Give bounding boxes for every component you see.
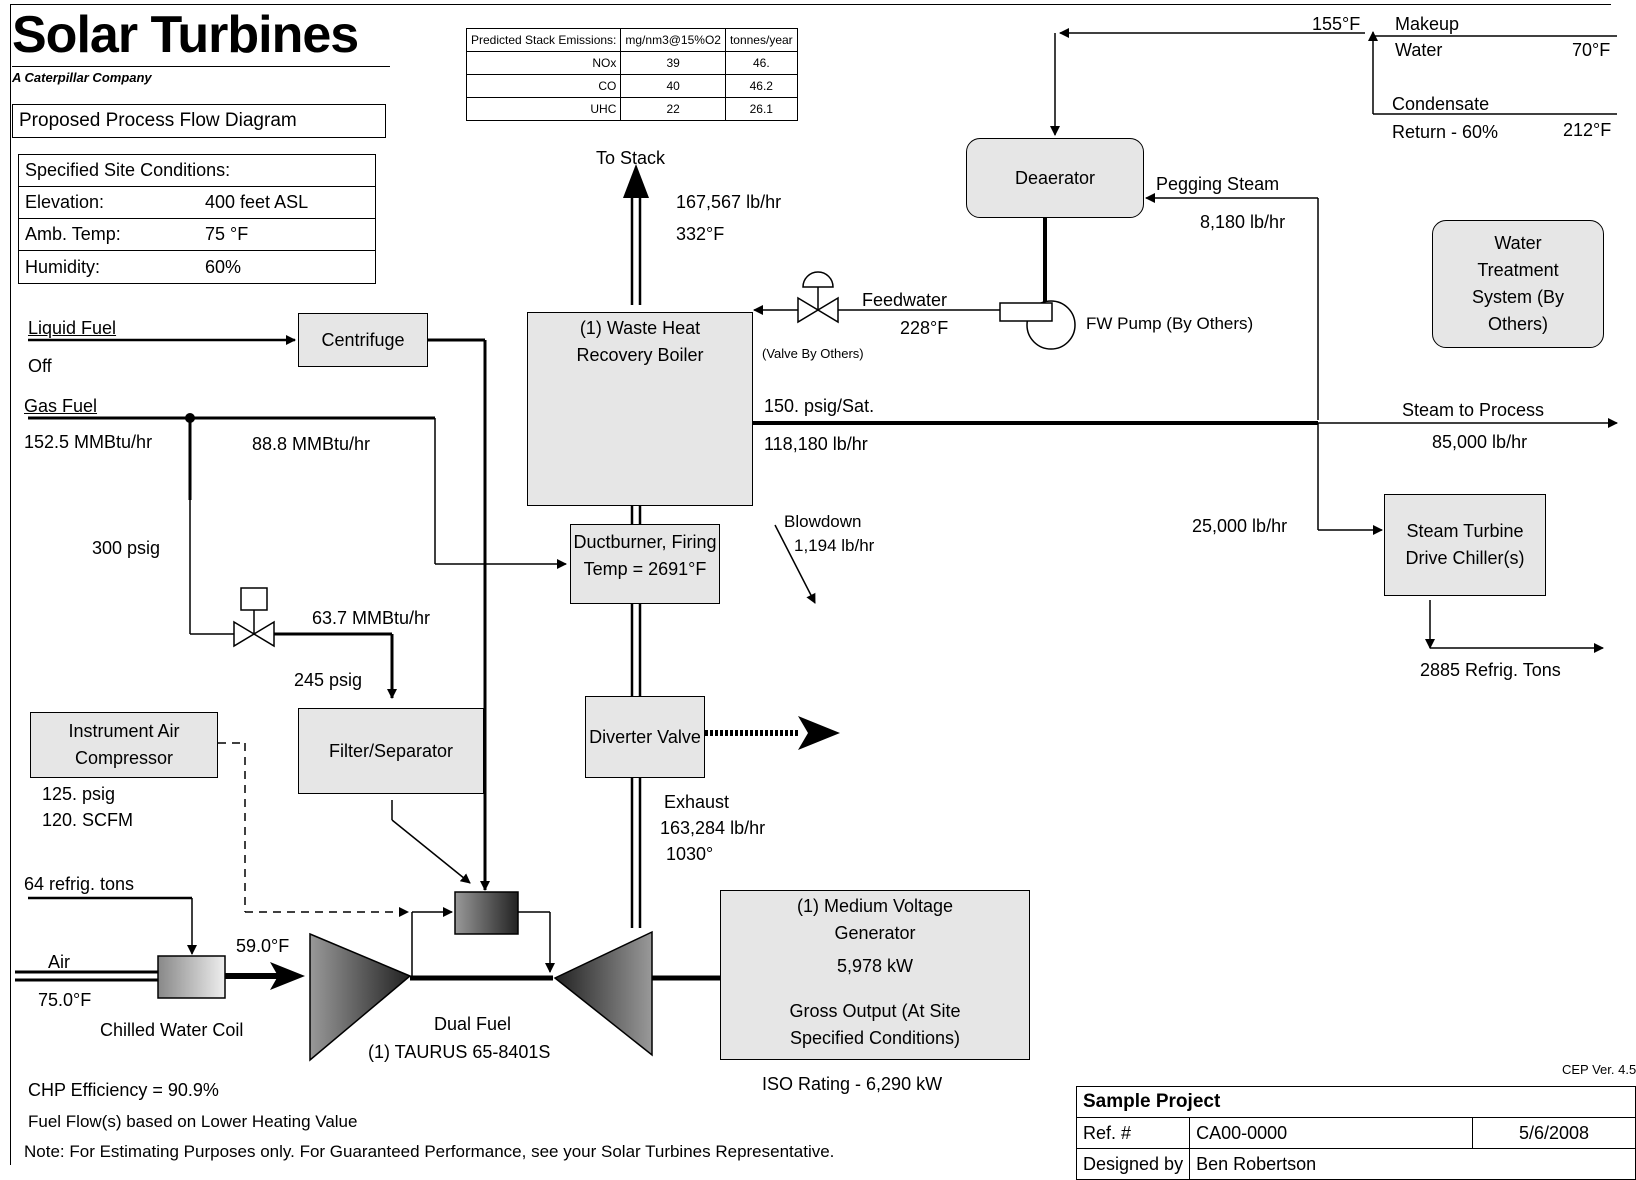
pollutant-mg: 22 [620, 97, 726, 121]
to-stack-label: To Stack [596, 148, 666, 168]
air-temp-in-label: 75.0°F [38, 990, 92, 1010]
air-label: Air [48, 952, 70, 972]
humidity-label: Humidity: [25, 256, 101, 277]
blowdown-flow-label: 1,194 lb/hr [794, 536, 875, 555]
designer-name: Ben Robertson [1189, 1148, 1636, 1180]
site-conditions-title: Specified Site Conditions: [19, 155, 375, 187]
deaerator-box: Deaerator [966, 138, 1144, 218]
valve-by-others-label: (Valve By Others) [762, 346, 864, 361]
project-date: 5/6/2008 [1472, 1117, 1636, 1149]
pollutant-name: UHC [465, 97, 622, 121]
steam-condition-label: 150. psig/Sat. [764, 396, 875, 416]
diverter-valve-box: Diverter Valve [585, 696, 705, 778]
project-name: Sample Project [1076, 1086, 1636, 1118]
generator-kw: 5,978 kW [836, 956, 914, 976]
hrsg-label: (1) Waste Heat Recovery Boiler [576, 318, 704, 365]
air-flow-label: 120. SCFM [42, 810, 134, 830]
process-flow-label: 85,000 lb/hr [1432, 432, 1528, 452]
hrsg-box: (1) Waste Heat Recovery Boiler [527, 312, 753, 506]
pollutant-tonnes: 46.2 [724, 74, 798, 98]
fuel-pressure-label: 245 psig [294, 670, 363, 690]
diagram-title: Proposed Process Flow Diagram [12, 104, 386, 138]
emissions-header-label: Predicted Stack Emissions: [465, 28, 622, 52]
pollutant-tonnes: 26.1 [724, 97, 798, 121]
ductburner-box: Ductburner, Firing Temp = 2691°F [570, 524, 720, 604]
return-temp-label: 212°F [1563, 120, 1612, 140]
project-info-table: Sample Project Ref. # CA00-0000 5/6/2008… [1075, 1086, 1636, 1180]
gas-flow-label: 152.5 MMBtu/hr [24, 432, 153, 452]
turbine-fuel-label: 63.7 MMBtu/hr [312, 608, 431, 628]
feedwater-temp-label: 228°F [900, 318, 949, 338]
condensate-label: Condensate [1392, 94, 1490, 114]
temp-value: 75 °F [205, 224, 249, 244]
return-label: Return - 60% [1392, 122, 1499, 142]
turbine-model-label: (1) TAURUS 65-8401S [368, 1042, 551, 1062]
fw-pump-label: FW Pump (By Others) [1086, 314, 1254, 333]
pegging-steam-label: Pegging Steam [1156, 174, 1280, 194]
emissions-header-tonnes: tonnes/year [724, 28, 798, 52]
air-pressure-label: 125. psig [42, 784, 116, 804]
pollutant-name: NOx [465, 51, 622, 75]
steam-flow-label: 118,180 lb/hr [764, 434, 868, 454]
iso-rating-label: ISO Rating - 6,290 kW [762, 1074, 943, 1094]
ref-label: Ref. # [1075, 1117, 1191, 1149]
instrument-air-compressor-box: Instrument Air Compressor [30, 712, 218, 778]
chiller-steam-label: 25,000 lb/hr [1192, 516, 1288, 536]
coil-refrig-label: 64 refrig. tons [24, 874, 135, 894]
filter-separator-box: Filter/Separator [298, 708, 484, 794]
emissions-row: UHC 22 26.1 [465, 97, 798, 121]
elevation-value: 400 feet ASL [205, 192, 309, 212]
liquid-fuel-status: Off [28, 356, 52, 376]
refrig-tons-label: 2885 Refrig. Tons [1420, 660, 1561, 680]
diagram-frame [10, 4, 1611, 1165]
generator-output: Gross Output (At Site Specified Conditio… [789, 1001, 961, 1048]
gas-fuel-label: Gas Fuel [24, 396, 98, 416]
emissions-row: CO 40 46.2 [465, 74, 798, 98]
elevation-label: Elevation: [25, 192, 105, 212]
water-temp-label: 70°F [1572, 40, 1611, 60]
generator-title: (1) Medium Voltage Generator [796, 896, 954, 943]
makeup-temp-label: 155°F [1312, 14, 1361, 34]
pollutant-mg: 40 [620, 74, 726, 98]
dual-fuel-label: Dual Fuel [434, 1014, 512, 1034]
temp-label: Amb. Temp: [25, 224, 121, 244]
disclaimer-note: Note: For Estimating Purposes only. For … [24, 1142, 835, 1161]
exhaust-label: Exhaust [664, 792, 730, 812]
steam-to-process-label: Steam to Process [1402, 400, 1545, 420]
generator-box: (1) Medium Voltage Generator 5,978 kW Gr… [720, 890, 1030, 1060]
emissions-table: Predicted Stack Emissions: mg/nm3@15%O2 … [465, 28, 798, 121]
pollutant-mg: 39 [620, 51, 726, 75]
version-label: CEP Ver. 4.5 [1562, 1062, 1636, 1077]
water-label: Water [1395, 40, 1443, 60]
exhaust-flow-label: 163,284 lb/hr [660, 818, 766, 838]
company-logo: Solar Turbines A Caterpillar Company [12, 4, 390, 94]
chilled-coil-label: Chilled Water Coil [100, 1020, 244, 1040]
duct-fuel-label: 88.8 MMBtu/hr [252, 434, 371, 454]
chp-efficiency-label: CHP Efficiency = 90.9% [28, 1080, 219, 1100]
centrifuge-box: Centrifuge [298, 313, 428, 367]
pollutant-name: CO [465, 74, 622, 98]
chiller-box: Steam Turbine Drive Chiller(s) [1384, 494, 1546, 596]
emissions-row: NOx 39 46. [465, 51, 798, 75]
feedwater-label: Feedwater [862, 290, 948, 310]
blowdown-label: Blowdown [784, 512, 862, 531]
stack-flow-label: 167,567 lb/hr [676, 192, 782, 212]
liquid-fuel-label: Liquid Fuel [28, 318, 117, 338]
humidity-value: 60% [205, 256, 242, 277]
designed-by-label: Designed by [1075, 1148, 1191, 1180]
logo-main-text: Solar Turbines [12, 6, 359, 64]
gas-pressure-label: 300 psig [92, 538, 161, 558]
exhaust-temp-label: 1030° [666, 844, 714, 864]
makeup-label: Makeup [1395, 14, 1460, 34]
logo-sub-text: A Caterpillar Company [12, 70, 152, 85]
pollutant-tonnes: 46. [724, 51, 798, 75]
water-treatment-box: Water Treatment System (By Others) [1432, 220, 1604, 348]
air-temp-out-label: 59.0°F [236, 936, 290, 956]
fuel-basis-label: Fuel Flow(s) based on Lower Heating Valu… [28, 1112, 358, 1131]
emissions-header-mg: mg/nm3@15%O2 [620, 28, 726, 52]
site-conditions-table: Specified Site Conditions: Elevation: 400… [18, 154, 376, 284]
ref-value: CA00-0000 [1189, 1117, 1473, 1149]
pegging-flow-label: 8,180 lb/hr [1200, 212, 1286, 232]
stack-temp-label: 332°F [676, 224, 725, 244]
